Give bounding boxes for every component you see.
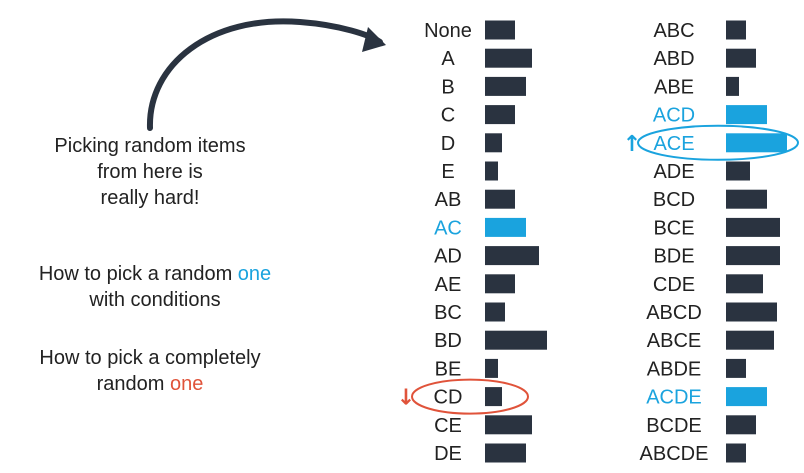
bar-abd [726,48,756,68]
note-pick-completely-random: How to pick a completely random one [0,345,300,397]
bar-ce [485,415,532,435]
highlight-word-one-red: one [170,373,204,395]
bar-bd [485,330,547,350]
category-label-a: A [441,48,455,70]
bar-none [485,20,515,40]
bar-e [485,161,498,181]
category-label-d: D [441,133,455,155]
bar-acde [726,387,767,407]
bar-cd [485,387,502,407]
category-label-bc: BC [434,302,462,324]
category-label-ace: ACE [653,133,694,155]
category-label-b: B [441,76,454,98]
curved-pointer-arrowhead [362,27,386,52]
category-label-abe: ABE [654,76,694,98]
category-label-ab: AB [435,189,462,211]
bar-abce [726,330,774,350]
category-label-be: BE [435,358,462,380]
bar-acd [726,105,767,125]
bar-ac [485,217,526,237]
bar-bcde [726,415,756,435]
bar-a [485,48,532,68]
category-label-ade: ADE [653,161,694,183]
bar-bde [726,246,780,266]
note-pick-one-line-1: How to pick a random one [38,263,272,285]
note-hard-line-3: really hard! [100,187,200,209]
bar-bc [485,302,505,322]
category-label-abcd: ABCD [646,302,702,324]
note-hard-line-2: from here is [97,161,203,183]
curved-pointer-arrow [146,18,383,131]
category-label-acde: ACDE [646,387,702,409]
up-arrow-icon: ↑ [623,132,641,157]
bar-bce [726,217,780,237]
category-label-de: DE [434,443,462,465]
category-label-acd: ACD [653,105,695,127]
category-label-ac: AC [434,217,462,239]
category-label-bd: BD [434,330,462,352]
bar-ae [485,274,515,294]
bar-ad [485,246,539,266]
bar-d [485,133,502,153]
category-label-ce: CE [434,415,462,437]
category-label-bce: BCE [653,217,694,239]
highlight-ring-ace [637,124,799,161]
bar-ace [726,133,787,153]
category-label-ad: AD [434,246,462,268]
bar-cde [726,274,763,294]
bar-be [485,358,498,378]
bar-abe [726,76,739,96]
bar-b [485,76,526,96]
bar-bcd [726,189,767,209]
category-label-abce: ABCE [647,330,701,352]
bar-de [485,443,526,463]
down-arrow-icon: ↓ [397,386,415,411]
category-label-c: C [441,105,455,127]
note-hard-to-pick: Picking random items from here is really… [30,133,270,211]
category-label-bde: BDE [653,246,694,268]
highlight-ring-cd [411,378,529,415]
note-pick-random-line-2: random one [96,373,204,395]
bar-c [485,105,515,125]
note-hard-line-1: Picking random items [54,135,246,157]
bar-abde [726,358,746,378]
category-label-abcde: ABCDE [640,443,709,465]
bar-ade [726,161,750,181]
bar-abcd [726,302,777,322]
note-pick-random-line-1: How to pick a completely [39,347,261,369]
bar-abcde [726,443,746,463]
category-label-none: None [424,20,472,42]
bar-ab [485,189,515,209]
category-label-cde: CDE [653,274,695,296]
category-label-cd: CD [434,387,463,409]
category-label-bcd: BCD [653,189,695,211]
category-label-abde: ABDE [647,358,701,380]
note-pick-with-conditions: How to pick a random one with conditions [0,261,310,313]
highlight-word-one-blue: one [237,263,272,285]
bar-abc [726,20,746,40]
category-label-ae: AE [435,274,462,296]
category-label-abc: ABC [653,20,694,42]
category-label-bcde: BCDE [646,415,702,437]
note-pick-one-line-2: with conditions [89,289,221,311]
category-label-e: E [441,161,454,183]
category-label-abd: ABD [653,48,694,70]
